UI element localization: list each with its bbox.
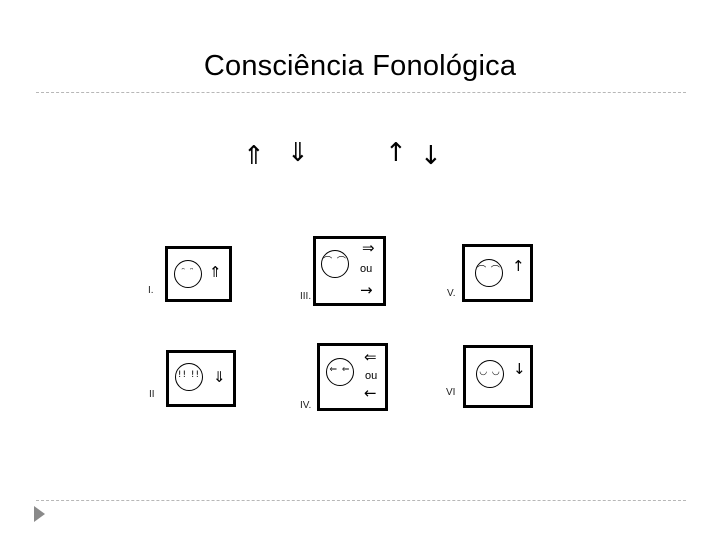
card-v: ⌒ ⌒ ↑ bbox=[462, 244, 533, 302]
face-icon: ⌒ ⌒ bbox=[321, 250, 349, 278]
bottom-divider bbox=[36, 500, 686, 501]
card-numeral: IV. bbox=[300, 400, 312, 411]
face-icon: ⌒ ⌒ bbox=[475, 259, 503, 287]
face-icon: ◡ ◡ bbox=[476, 360, 504, 388]
double-right-arrow-icon: ⇒ bbox=[362, 239, 375, 257]
left-arrow-icon: ← bbox=[364, 384, 377, 402]
card-ii: !! !! ⇓ bbox=[166, 350, 236, 407]
face-icon: !! !! bbox=[175, 363, 203, 391]
double-left-arrow-icon: ⇐ bbox=[364, 348, 377, 366]
card-numeral: VI bbox=[446, 387, 456, 398]
top-divider bbox=[36, 92, 686, 93]
down-arrow-icon: ↓ bbox=[420, 141, 442, 171]
card-numeral: V. bbox=[447, 288, 456, 299]
double-down-arrow-icon: ⇓ bbox=[287, 138, 309, 168]
double-up-arrow-icon: ⇑ bbox=[243, 141, 265, 171]
face-icon: ᵔ ᵔ bbox=[174, 260, 202, 288]
up-arrow-icon: ↑ bbox=[512, 257, 525, 275]
card-iii: ⌒ ⌒ ⇒ ou → bbox=[313, 236, 386, 306]
double-down-arrow-icon: ⇓ bbox=[213, 368, 226, 386]
double-up-arrow-icon: ⇑ bbox=[209, 263, 222, 281]
card-numeral: I. bbox=[148, 285, 154, 296]
ou-label: ou bbox=[360, 263, 373, 275]
down-arrow-icon: ↓ bbox=[513, 360, 526, 378]
slide-title: Consciência Fonológica bbox=[203, 50, 517, 82]
card-i: ᵔ ᵔ ⇑ bbox=[165, 246, 232, 302]
card-numeral: III. bbox=[300, 291, 312, 302]
right-arrow-icon: → bbox=[360, 281, 373, 299]
ou-label: ou bbox=[365, 370, 378, 382]
card-iv: ⇐ ⇐ ⇐ ou ← bbox=[317, 343, 388, 411]
face-icon: ⇐ ⇐ bbox=[326, 358, 354, 386]
up-arrow-icon: ↑ bbox=[385, 138, 407, 168]
card-numeral: II bbox=[149, 389, 155, 400]
card-vi: ◡ ◡ ↓ bbox=[463, 345, 533, 408]
next-slide-arrow-icon[interactable] bbox=[34, 506, 45, 522]
